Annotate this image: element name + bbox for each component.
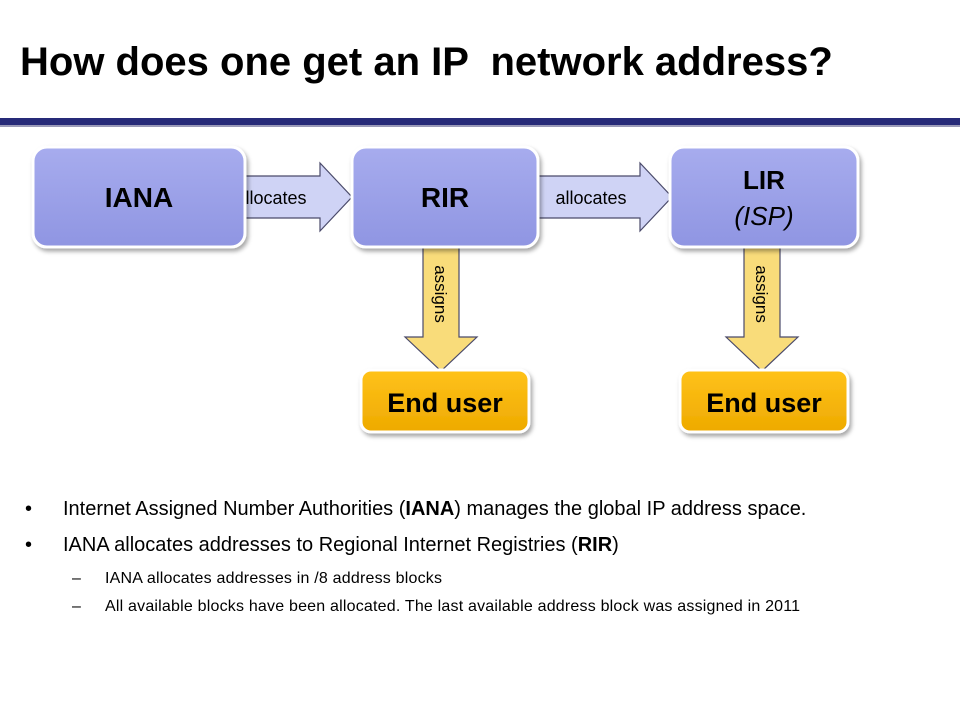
sub-bullet-item: – IANA allocates addresses in /8 address… bbox=[25, 568, 945, 590]
bullet-marker: • bbox=[25, 534, 33, 556]
rir-node: RIR bbox=[350, 145, 540, 249]
end-user-node-2: End user bbox=[678, 368, 850, 434]
lir-label: LIR bbox=[743, 165, 785, 195]
bullet-emphasis: RIR bbox=[577, 534, 613, 556]
bullet-list: • Internet Assigned Number Authorities (… bbox=[25, 496, 945, 624]
lir-sublabel: (ISP) bbox=[734, 201, 793, 231]
bullet-text: ) manages the global IP address space. bbox=[454, 498, 807, 520]
assigns-label-2: assigns bbox=[752, 265, 771, 323]
sub-bullet-marker: – bbox=[72, 598, 82, 615]
sub-bullet-marker: – bbox=[72, 570, 82, 587]
bullet-text: IANA allocates addresses to Regional Int… bbox=[63, 534, 578, 556]
bullet-text: Internet Assigned Number Authorities ( bbox=[63, 498, 406, 520]
end-user-node-1: End user bbox=[359, 368, 531, 434]
bullet-emphasis: IANA bbox=[405, 498, 455, 520]
title-rule bbox=[0, 118, 960, 125]
allocation-diagram: allocates allocates assigns assigns IANA… bbox=[31, 145, 860, 434]
sub-bullet-text: All available blocks have been allocated… bbox=[105, 598, 801, 615]
sub-bullet-item: – All available blocks have been allocat… bbox=[25, 596, 945, 618]
allocates-label-1: allocates bbox=[235, 188, 306, 208]
rir-label: RIR bbox=[421, 182, 469, 213]
end-user-label-1: End user bbox=[387, 388, 503, 418]
lir-node: LIR (ISP) bbox=[668, 145, 860, 249]
assigns-arrow-2: assigns bbox=[724, 243, 800, 372]
iana-label: IANA bbox=[105, 182, 173, 213]
allocates-label-2: allocates bbox=[555, 188, 626, 208]
bullet-item-rir: • IANA allocates addresses to Regional I… bbox=[25, 532, 945, 558]
allocates-arrow-2: allocates bbox=[524, 161, 673, 233]
assigns-arrow-1: assigns bbox=[403, 243, 479, 372]
page-title: How does one get an IP network address? bbox=[20, 40, 833, 84]
iana-node: IANA bbox=[31, 145, 247, 249]
bullet-marker: • bbox=[25, 498, 33, 520]
bullet-item-iana: • Internet Assigned Number Authorities (… bbox=[25, 496, 945, 522]
assigns-label-1: assigns bbox=[431, 265, 450, 323]
sub-bullet-text: IANA allocates addresses in /8 address b… bbox=[105, 570, 443, 587]
bullet-text: ) bbox=[612, 534, 619, 556]
end-user-label-2: End user bbox=[706, 388, 822, 418]
